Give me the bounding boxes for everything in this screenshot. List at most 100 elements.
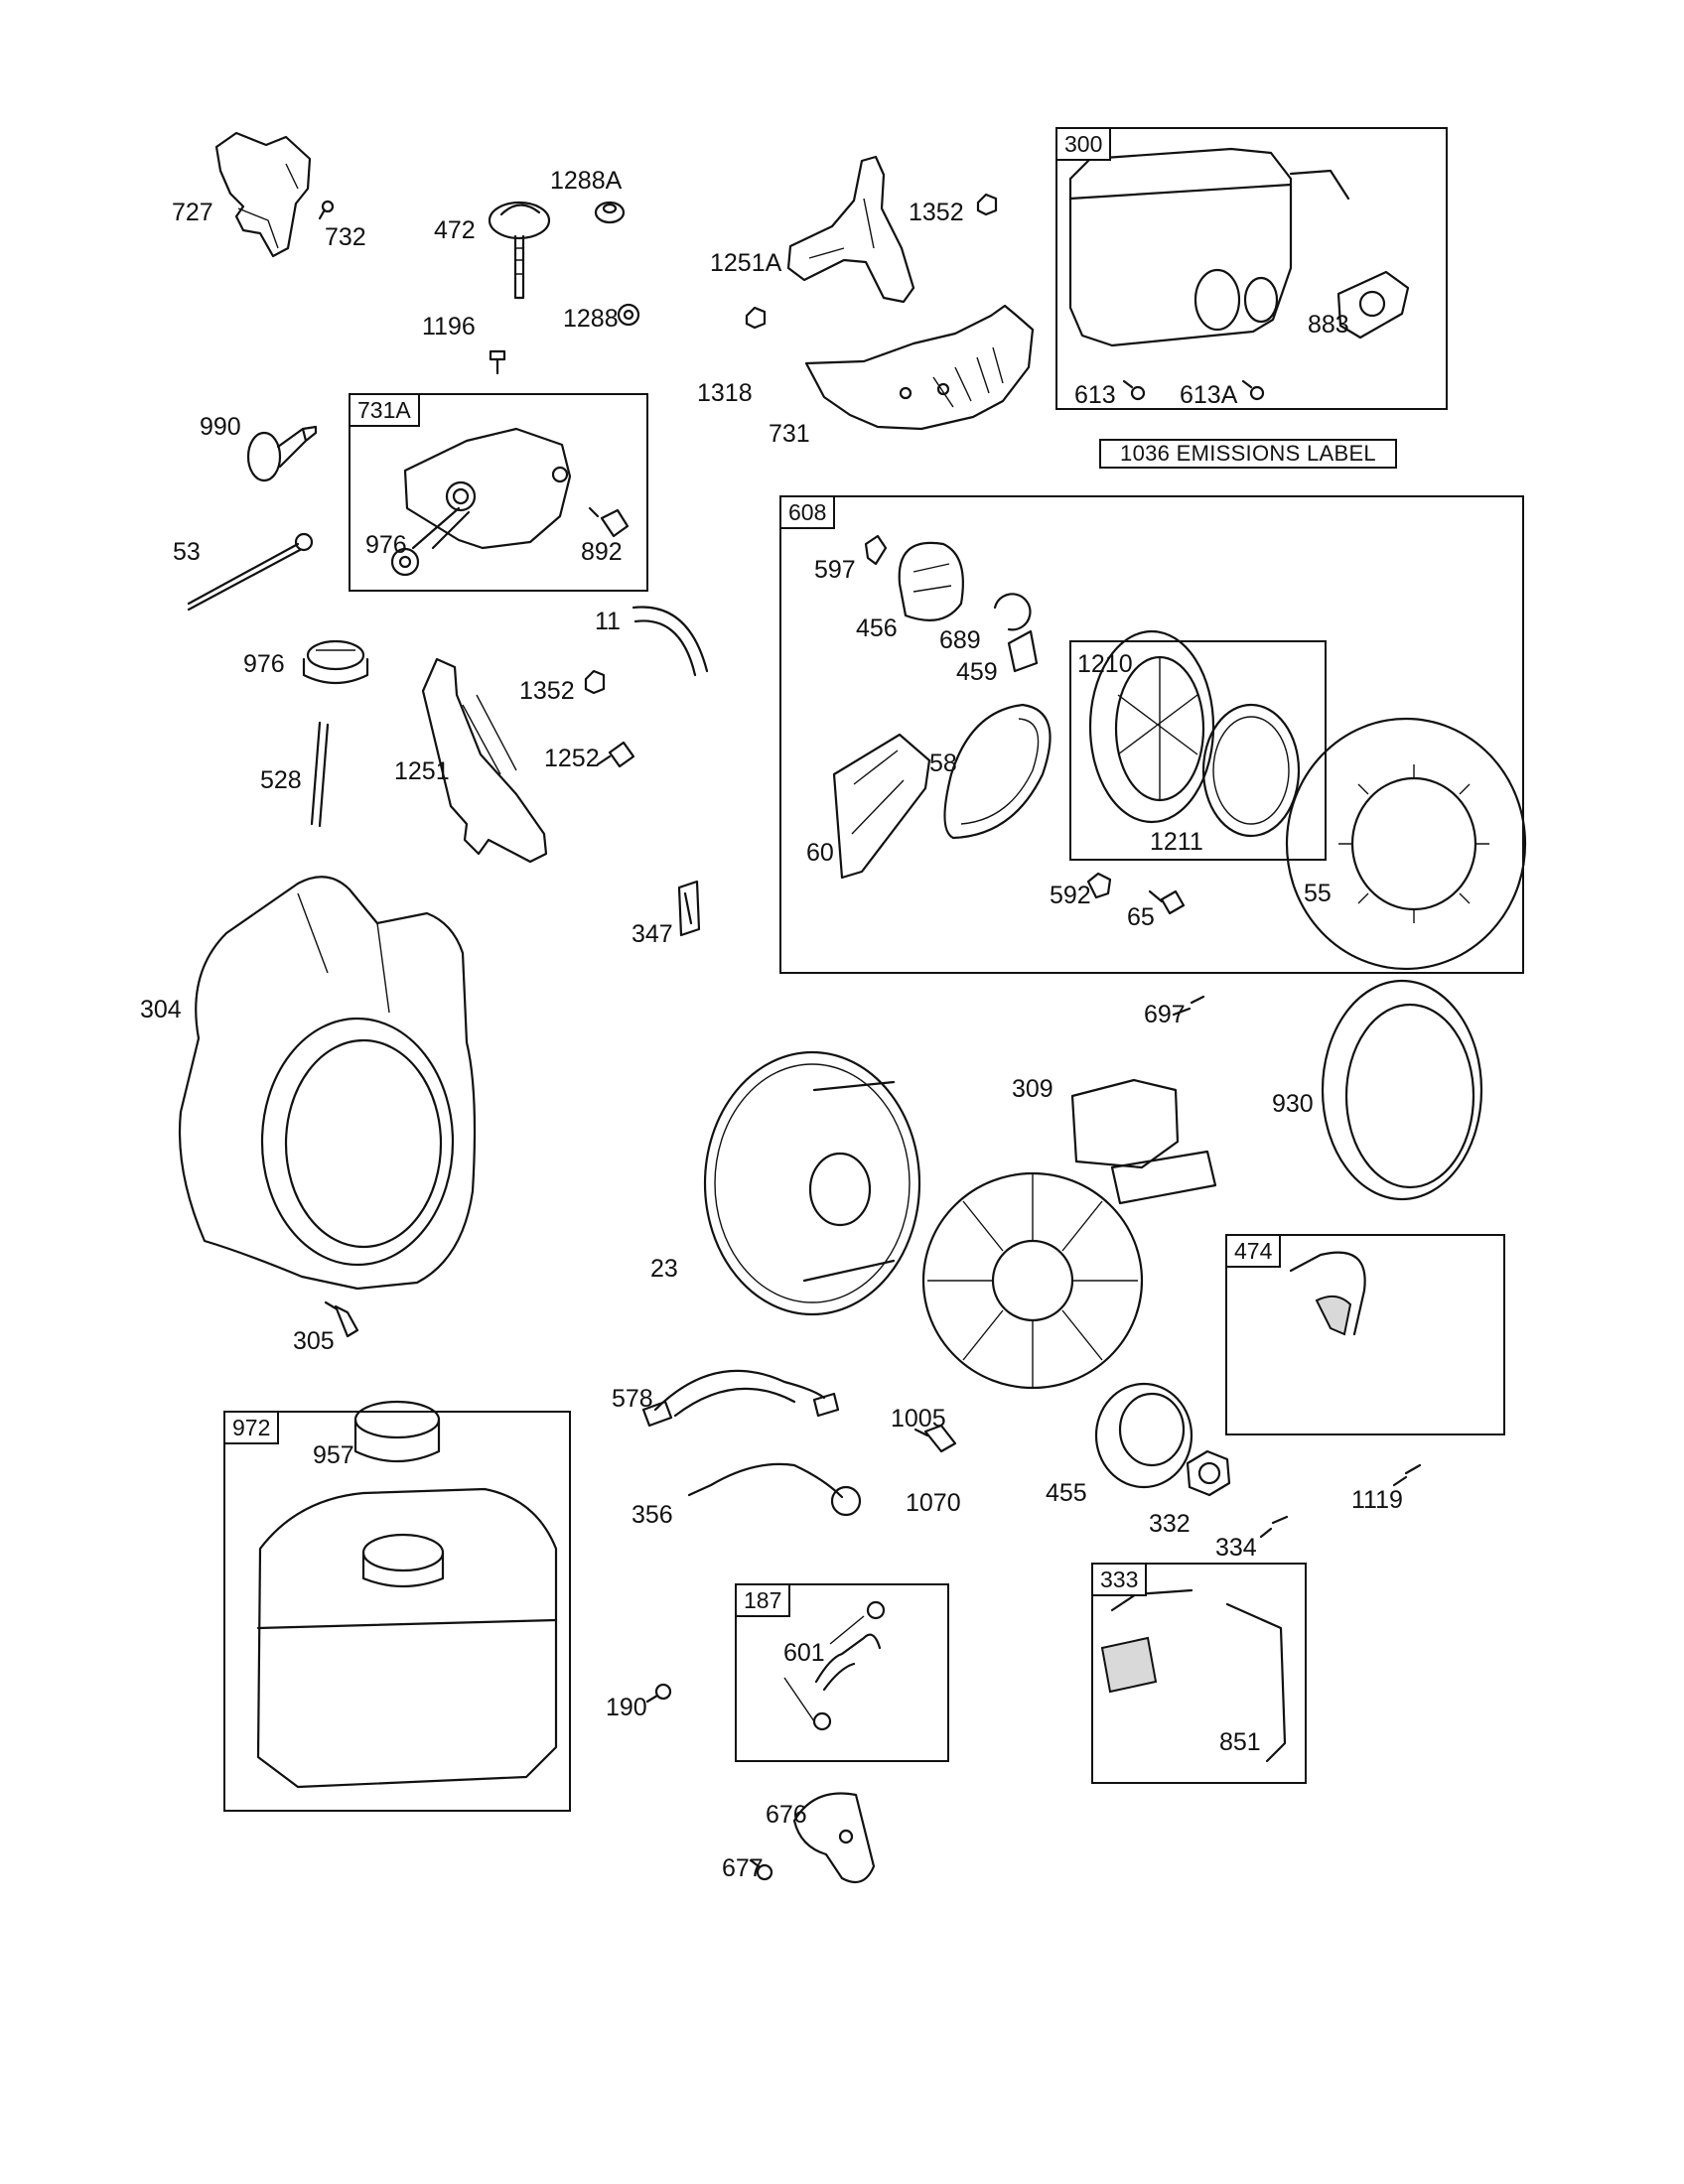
part-label-930: 930 xyxy=(1272,1090,1314,1118)
part-label-1252: 1252 xyxy=(544,745,600,772)
screw-190-drawing xyxy=(645,1683,672,1704)
muffler-300-drawing xyxy=(1068,147,1350,347)
screw-677-drawing xyxy=(749,1858,773,1881)
box-187: 187 xyxy=(735,1583,949,1762)
part-label-332: 332 xyxy=(1149,1510,1191,1538)
part-label-1288: 1288 xyxy=(563,305,619,333)
nut-1352-drawing xyxy=(584,669,606,695)
part-label-727: 727 xyxy=(172,199,213,226)
fuel-tank-972-drawing xyxy=(256,1487,558,1789)
grommet-1288a-drawing xyxy=(594,201,626,224)
box-tag-608: 608 xyxy=(779,495,836,529)
shield-731-drawing xyxy=(804,304,1035,431)
flywheel-23-drawing xyxy=(703,1050,921,1316)
pawl-456-drawing xyxy=(898,541,964,621)
rod-53-drawing xyxy=(187,532,314,612)
spring-58-drawing xyxy=(943,703,1052,840)
part-label-190: 190 xyxy=(606,1694,647,1721)
part-label-613a: 613A xyxy=(1180,381,1238,409)
hose-187-drawing xyxy=(783,1600,886,1731)
part-label-613: 613 xyxy=(1074,381,1116,409)
baffle-1251a-drawing xyxy=(786,155,915,304)
part-label-65: 65 xyxy=(1127,903,1155,931)
part-label-472: 472 xyxy=(434,216,476,244)
cover-676-drawing xyxy=(792,1792,876,1884)
housing-55-drawing xyxy=(1285,717,1527,971)
fan-1005-drawing xyxy=(921,1171,1144,1390)
part-label-1288a: 1288A xyxy=(550,167,623,195)
part-label-309: 309 xyxy=(1012,1075,1053,1103)
part-label-957: 957 xyxy=(313,1441,354,1469)
part-label-455: 455 xyxy=(1046,1479,1087,1507)
box-972: 972 xyxy=(223,1411,571,1812)
box-474: 474 xyxy=(1225,1234,1505,1435)
dipstick-472-drawing xyxy=(488,201,551,300)
filter-976-drawing xyxy=(302,639,369,685)
part-label-1119: 1119 xyxy=(1351,1486,1403,1514)
screw-1119-drawing xyxy=(1392,1463,1422,1487)
fitting-892-drawing xyxy=(588,506,630,538)
part-label-356: 356 xyxy=(632,1501,673,1529)
part-label-851: 851 xyxy=(1219,1728,1261,1756)
tube-528-drawing xyxy=(310,721,330,828)
screw-1252-drawing xyxy=(596,741,635,768)
wire-474-drawing xyxy=(1289,1251,1366,1336)
screw-1070-drawing xyxy=(913,1424,957,1453)
part-label-55: 55 xyxy=(1304,880,1332,907)
part-label-53: 53 xyxy=(173,538,201,566)
box-333: 333 xyxy=(1091,1563,1307,1784)
grommet-1288-drawing xyxy=(617,303,640,327)
part-label-976-box: 976 xyxy=(365,531,407,559)
box-tag-474: 474 xyxy=(1225,1234,1282,1268)
part-label-1196: 1196 xyxy=(422,313,476,341)
part-label-732: 732 xyxy=(325,223,366,251)
cap-957-drawing xyxy=(353,1400,441,1463)
screw-732-drawing xyxy=(318,200,335,220)
part-label-990: 990 xyxy=(200,413,241,441)
nut-1318-drawing xyxy=(745,306,767,330)
bracket-727-drawing xyxy=(214,131,312,258)
part-label-1352: 1352 xyxy=(519,677,575,705)
box-tag-333: 333 xyxy=(1091,1563,1148,1596)
screw-65-drawing xyxy=(1148,889,1186,915)
part-label-1352-top: 1352 xyxy=(909,199,964,226)
part-label-456: 456 xyxy=(856,614,898,642)
part-label-1251a: 1251A xyxy=(710,249,782,277)
hose-11-drawing xyxy=(632,606,709,677)
nut-592-drawing xyxy=(1086,872,1112,899)
part-label-347: 347 xyxy=(632,920,673,948)
blower-housing-304-drawing xyxy=(178,876,477,1291)
box-731a: 731A xyxy=(349,393,648,592)
part-label-1005: 1005 xyxy=(891,1405,946,1433)
part-label-697: 697 xyxy=(1144,1001,1186,1028)
part-label-1211: 1211 xyxy=(1150,828,1203,856)
pulley-1210-drawing xyxy=(1088,629,1215,824)
part-347-drawing xyxy=(677,880,701,937)
box-tag-972: 972 xyxy=(223,1411,280,1444)
part-label-11: 11 xyxy=(595,608,621,635)
armature-309-drawing xyxy=(1070,1078,1217,1205)
box-1210: 1210 xyxy=(1069,640,1327,861)
oil-cap-990-drawing xyxy=(246,425,318,482)
nut-332-drawing xyxy=(1186,1449,1231,1497)
ring-689-drawing xyxy=(993,593,1032,631)
part-label-23: 23 xyxy=(650,1255,678,1283)
part-label-892: 892 xyxy=(581,538,623,566)
part-label-334: 334 xyxy=(1215,1534,1257,1562)
part-label-677: 677 xyxy=(722,1854,764,1882)
screw-613-drawing xyxy=(1122,379,1146,401)
part-label-597: 597 xyxy=(814,556,856,584)
gasket-883-drawing xyxy=(1336,270,1410,340)
screw-597-drawing xyxy=(864,534,888,566)
box-tag-187: 187 xyxy=(735,1583,791,1617)
box-608: 608 xyxy=(779,495,1524,974)
spring-1211-drawing xyxy=(1201,703,1301,838)
box-tag-1210: 1210 xyxy=(1077,650,1133,678)
part-label-731: 731 xyxy=(769,420,810,448)
part-label-578: 578 xyxy=(612,1385,653,1413)
box-tag-731a: 731A xyxy=(349,393,420,427)
screw-305-drawing xyxy=(324,1300,359,1338)
part-label-689: 689 xyxy=(939,626,981,654)
part-label-676: 676 xyxy=(766,1801,807,1829)
